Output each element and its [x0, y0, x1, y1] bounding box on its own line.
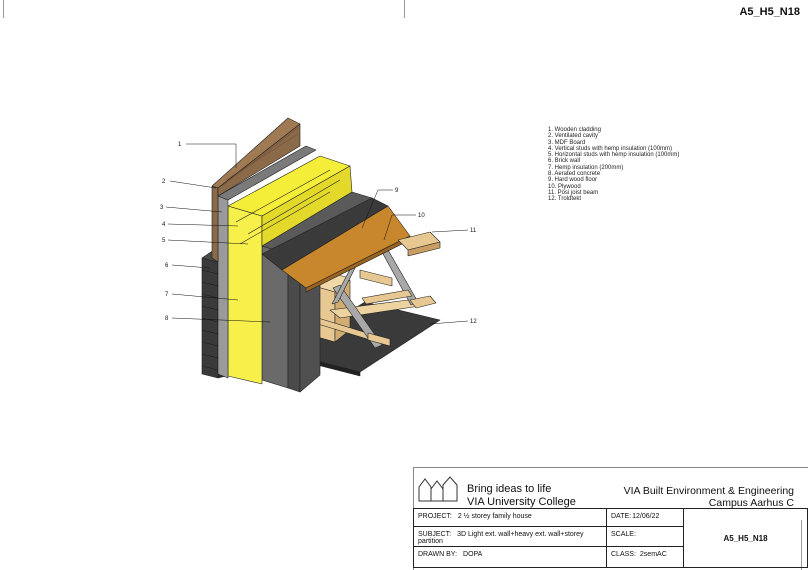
sheet-code-box: A5_H5_N18 [683, 508, 808, 568]
organization: VIA Built Environment & Engineering Camp… [624, 485, 794, 509]
wooden-cladding [211, 185, 219, 263]
class-cell: CLASS:2semAC [606, 546, 684, 568]
legend-item: 7. Hemp insulation (200mm) [548, 164, 624, 171]
drawn-by-cell: DRAWN BY: DOPA [413, 546, 607, 568]
callout-11: 11 [470, 228, 477, 234]
sheet-code: A5_H5_N18 [723, 533, 768, 543]
callout-3: 3 [160, 205, 164, 211]
callout-8: 8 [165, 316, 169, 322]
hemp-insulation-front [227, 205, 263, 385]
subject-cell: SUBJECT:3D Light ext. wall+heavy ext. wa… [413, 526, 607, 547]
callout-12: 12 [470, 319, 477, 325]
title-block-top-border [413, 467, 808, 468]
drawn-by-label: DRAWN BY: [418, 551, 458, 558]
callout-5: 5 [162, 238, 166, 244]
org-line-2: Campus Aarhus C [708, 497, 794, 509]
callout-6: 6 [165, 263, 169, 269]
subject-value: 3D Light ext. wall+heavy ext. wall+store… [418, 531, 584, 545]
legend-item: 12. Troldtekt [548, 196, 582, 203]
callout-2: 2 [162, 179, 166, 185]
callout-10: 10 [418, 213, 425, 219]
slogan-line-2: VIA University College [467, 496, 576, 508]
subject-label: SUBJECT: [418, 531, 452, 538]
scale-cell: SCALE: [606, 526, 684, 547]
frame-line-right [801, 520, 802, 570]
class-label: CLASS: [611, 551, 636, 558]
callout-4: 4 [162, 222, 166, 228]
callout-7: 7 [165, 292, 169, 298]
org-line-1: VIA Built Environment & Engineering [623, 485, 794, 497]
frame-line-middle [404, 0, 405, 18]
date-cell: DATE:12/06/22 [606, 508, 684, 527]
construction-drawing: 1 2 3 4 5 6 7 8 9 10 11 12 [160, 117, 477, 393]
legend-item: 6. Brick wall [548, 158, 581, 165]
joist-flange [367, 332, 391, 347]
title-block: Bring ideas to life VIA University Colle… [413, 467, 808, 570]
legend-item: 9. Hard wood floor [548, 177, 598, 184]
mdf-board [217, 195, 229, 379]
via-logo-icon [418, 476, 458, 502]
legend-item: 4. Vertical studs with hemp insulation (… [548, 145, 673, 152]
legend-item: 11. Posi joist beam [548, 189, 599, 196]
legend-item: 3. MDF Board [548, 139, 586, 146]
slogan-line-1: Bring ideas to life [467, 483, 552, 495]
legend-item: 1. Wooden cladding [548, 127, 601, 133]
project-cell: PROJECT: 2 ½ storey family house [413, 508, 607, 527]
legend-item: 5. Horizontal studs with hemp insulation… [548, 152, 680, 159]
sheet-code-header: A5_H5_N18 [739, 6, 800, 18]
title-block-grid: PROJECT: 2 ½ storey family house DATE:12/… [413, 508, 808, 570]
date-value: 12/06/22 [632, 513, 660, 520]
legend-item: 10. Plywood [548, 183, 581, 190]
drawn-by-value: DOPA [463, 551, 483, 558]
joist-web [332, 284, 383, 349]
scale-label: SCALE: [611, 531, 636, 538]
callout-9: 9 [395, 188, 399, 194]
legend-item: 2. Ventilated cavity [548, 133, 599, 140]
brick-wall [201, 257, 219, 379]
material-legend: 1. Wooden cladding 2. Ventilated cavity … [548, 127, 679, 203]
project-label: PROJECT: [418, 513, 452, 520]
date-label: DATE: [611, 513, 632, 520]
slogan: Bring ideas to life VIA University Colle… [467, 483, 576, 509]
project-value: 2 ½ storey family house [457, 513, 532, 520]
frame-line-left [3, 0, 4, 18]
class-value: 2semAC [639, 551, 667, 558]
callout-1: 1 [178, 142, 182, 148]
legend-item: 8. Aerated concrete [548, 171, 601, 178]
